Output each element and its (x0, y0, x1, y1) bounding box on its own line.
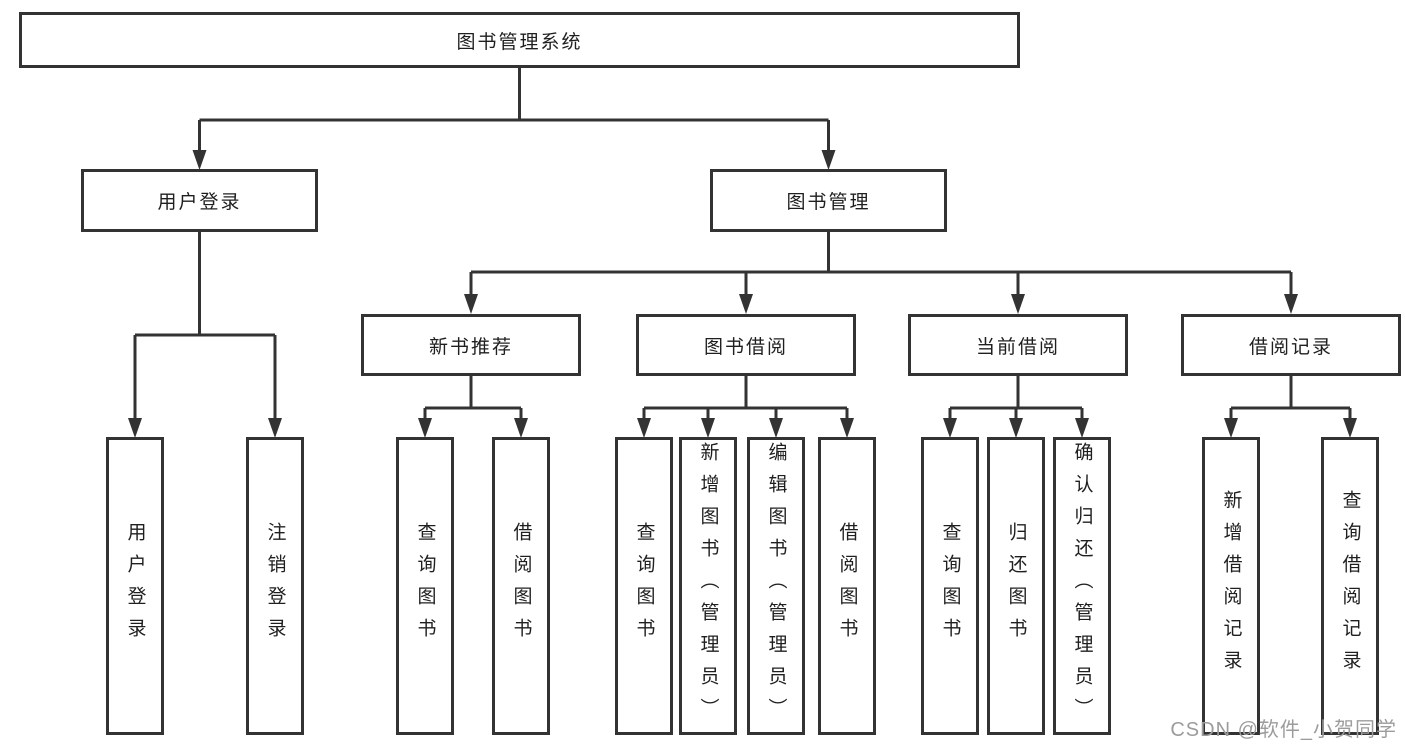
leaf-cb-return-books: 归还图书 (987, 437, 1045, 735)
leaf-cb-confirm-return-admin: 确认归还（管理员） (1053, 437, 1111, 735)
leaf-bb-add-books-admin: 新增图书（管理员） (679, 437, 737, 735)
node-user-login-label: 用户登录 (157, 192, 242, 213)
node-root: 图书管理系统 (19, 12, 1020, 68)
leaf-bb-query-books-label: 查询图书 (633, 522, 655, 650)
leaf-bb-borrow-books: 借阅图书 (818, 437, 876, 735)
leaf-nbr-query-books: 查询图书 (396, 437, 454, 735)
leaf-bb-query-books: 查询图书 (615, 437, 673, 735)
node-current-borrowing: 当前借阅 (908, 314, 1128, 376)
node-root-label: 图书管理系统 (456, 31, 583, 53)
node-new-book-recommendation-label: 新书推荐 (428, 336, 513, 358)
leaf-cb-return-books-label: 归还图书 (1005, 522, 1027, 650)
leaf-bb-edit-books-admin-label: 编辑图书（管理员） (765, 442, 787, 730)
node-user-login: 用户登录 (81, 169, 318, 232)
leaf-cb-query-books: 查询图书 (921, 437, 979, 735)
leaf-user-login: 用户登录 (106, 437, 164, 735)
leaf-br-add-record-label: 新增借阅记录 (1220, 490, 1242, 682)
leaf-nbr-borrow-books: 借阅图书 (492, 437, 550, 735)
leaf-logout-label: 注销登录 (264, 522, 286, 650)
node-new-book-recommendation: 新书推荐 (361, 314, 581, 376)
csdn-watermark: CSDN @软件_小贺同学 (1170, 719, 1397, 741)
leaf-cb-query-books-label: 查询图书 (939, 522, 961, 650)
node-borrowing-records-label: 借阅记录 (1248, 336, 1333, 358)
leaf-bb-add-books-admin-label: 新增图书（管理员） (697, 442, 719, 730)
node-borrowing-records: 借阅记录 (1181, 314, 1401, 376)
leaf-br-query-record: 查询借阅记录 (1321, 437, 1379, 735)
leaf-bb-borrow-books-label: 借阅图书 (836, 522, 858, 650)
node-book-borrowing: 图书借阅 (636, 314, 856, 376)
node-book-borrowing-label: 图书借阅 (703, 336, 788, 358)
leaf-user-login-label: 用户登录 (124, 522, 146, 650)
leaf-br-query-record-label: 查询借阅记录 (1339, 490, 1361, 682)
node-book-management-label: 图书管理 (786, 192, 871, 213)
leaf-br-add-record: 新增借阅记录 (1202, 437, 1260, 735)
leaf-cb-confirm-return-admin-label: 确认归还（管理员） (1071, 442, 1093, 730)
leaf-bb-edit-books-admin: 编辑图书（管理员） (747, 437, 805, 735)
leaf-nbr-borrow-books-label: 借阅图书 (510, 522, 532, 650)
node-book-management: 图书管理 (710, 169, 947, 232)
leaf-nbr-query-books-label: 查询图书 (414, 522, 436, 650)
node-current-borrowing-label: 当前借阅 (975, 336, 1060, 358)
leaf-logout: 注销登录 (246, 437, 304, 735)
